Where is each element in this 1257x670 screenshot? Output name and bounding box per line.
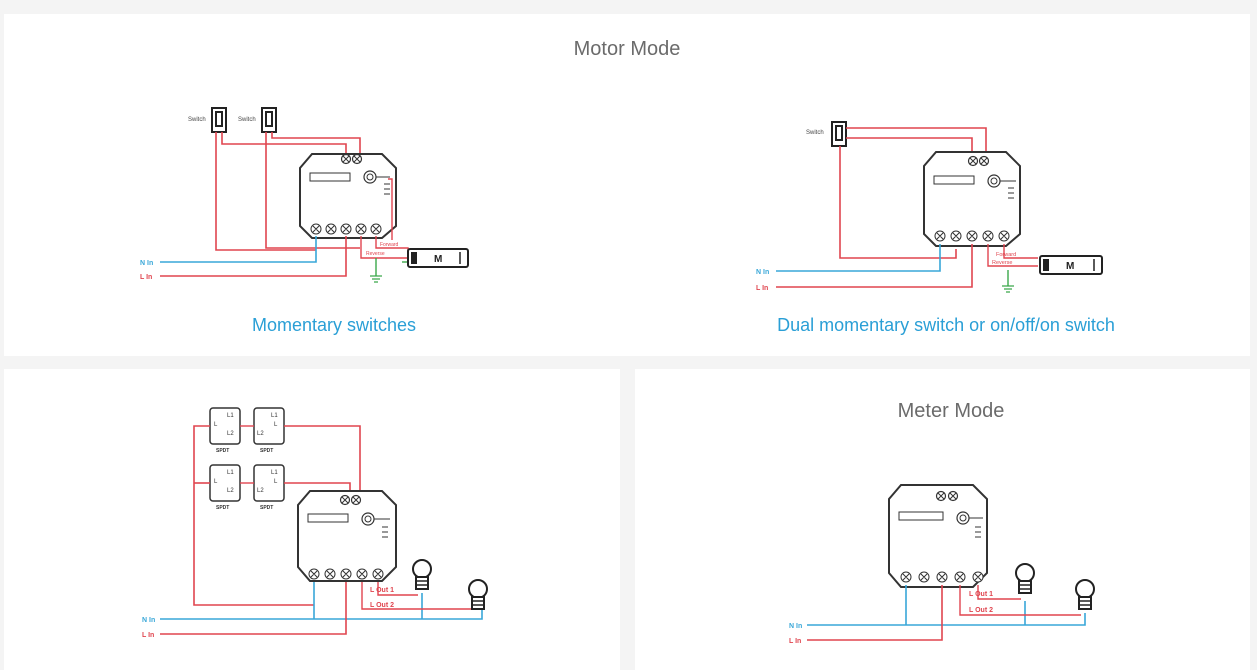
n-in-label: N In (140, 260, 153, 267)
bulb-icon (1015, 563, 1035, 594)
l-label: L (274, 422, 278, 428)
l-out-2-label: L Out 2 (370, 602, 394, 609)
l-in-label: L In (142, 632, 154, 639)
l2-label: L2 (257, 488, 264, 494)
spdt-switch-icon (253, 407, 285, 445)
bulb-icon (468, 579, 488, 610)
l1-label: L1 (271, 413, 278, 419)
reverse-label: Reverse (992, 260, 1012, 266)
caption-dual-momentary-switch: Dual momentary switch or on/off/on switc… (777, 315, 1115, 335)
switch-label: Switch (188, 117, 206, 123)
bulb-icon (412, 559, 432, 590)
dual-r3-device (888, 484, 988, 588)
l-in-label: L In (789, 638, 801, 645)
diagram-dual-momentary-switch: Switch N In L In For (756, 121, 1103, 293)
l-label: L (214, 422, 218, 428)
motor-mode-title: Motor Mode (573, 38, 681, 60)
meter-mode-diagram: N In L In L Out 1 L Out 2 (789, 484, 1095, 645)
l-label: L (214, 479, 218, 485)
diagram-momentary-switches: Switch Switch (140, 107, 469, 283)
l1-label: L1 (227, 470, 234, 476)
meter-mode-title: Meter Mode (897, 400, 1005, 422)
reverse-label: Reverse (366, 251, 385, 257)
motor-label: M (1066, 261, 1074, 272)
spdt-label: SPDT (260, 448, 273, 454)
spdt-label: SPDT (216, 448, 229, 454)
motor-label: M (434, 254, 442, 265)
l-out-1-label: L Out 1 (969, 591, 993, 598)
l1-label: L1 (271, 470, 278, 476)
switch-label: Switch (806, 130, 824, 136)
l2-label: L2 (227, 431, 234, 437)
forward-label: Forward (380, 242, 399, 248)
spdt-switch-panel: L1 L L2 SPDT L1 L L2 SPDT L1 L L2 SPDT L… (4, 369, 620, 670)
n-in-label: N In (142, 617, 155, 624)
motor-icon (407, 248, 469, 268)
caption-momentary-switches: Momentary switches (251, 315, 417, 335)
l2-label: L2 (257, 431, 264, 437)
meter-mode-panel: Meter Mode N In L In L Out 1 L Out 2 (635, 369, 1250, 670)
l1-label: L1 (227, 413, 234, 419)
l-in-label: L In (140, 274, 152, 281)
l2-label: L2 (227, 488, 234, 494)
n-in-label: N In (756, 269, 769, 276)
l-out-2-label: L Out 2 (969, 607, 993, 614)
n-in-label: N In (789, 623, 802, 630)
motor-mode-diagrams: Switch Switch (140, 107, 1103, 293)
bulb-icon (1075, 579, 1095, 610)
spdt-switch-group: L1 L L2 SPDT L1 L L2 SPDT L1 L L2 SPDT L… (209, 407, 285, 511)
switch-label: Switch (238, 117, 256, 123)
motor-icon (1039, 255, 1103, 275)
spdt-diagram: L1 L L2 SPDT L1 L L2 SPDT L1 L L2 SPDT L… (142, 407, 488, 639)
motor-mode-panel: Motor Mode Switch Switch (4, 14, 1250, 356)
spdt-switch-icon (253, 464, 285, 502)
l-in-label: L In (756, 285, 768, 292)
l-label: L (274, 479, 278, 485)
spdt-label: SPDT (260, 505, 273, 511)
spdt-label: SPDT (216, 505, 229, 511)
forward-label: Forward (996, 252, 1016, 258)
l-out-1-label: L Out 1 (370, 587, 394, 594)
